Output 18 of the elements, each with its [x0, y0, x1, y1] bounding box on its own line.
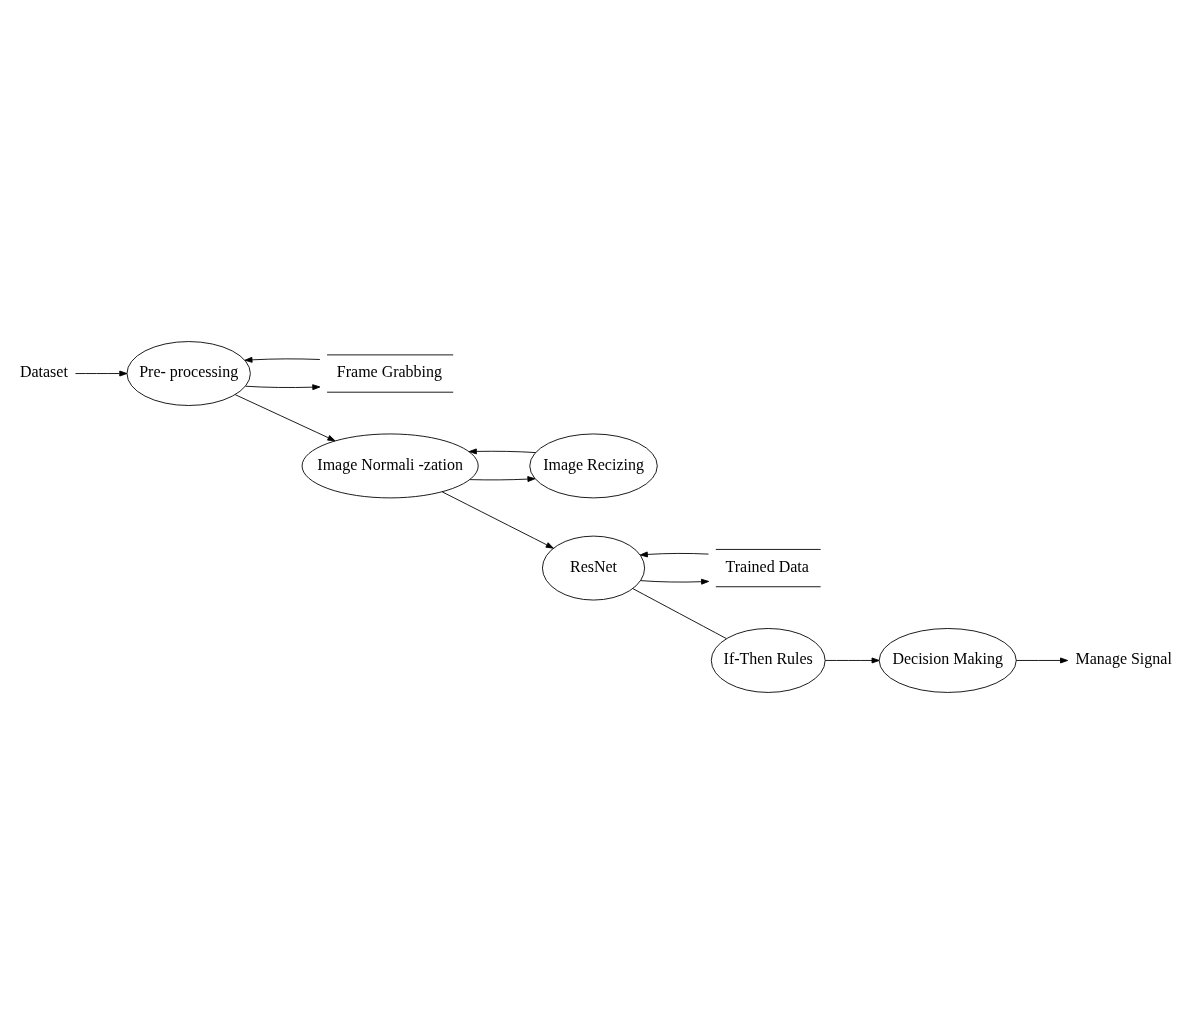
- arrow: [441, 491, 554, 549]
- node-text: Dataset: [19, 363, 68, 381]
- arrow: [469, 476, 536, 482]
- arrow: [1015, 657, 1069, 664]
- arrow: [234, 394, 336, 442]
- arrow: [244, 356, 321, 363]
- arrow: [468, 448, 537, 455]
- node-ellipse: If-Then Rules: [710, 628, 826, 693]
- node-text: Trained Data: [725, 557, 809, 575]
- node-text: Manage Signal: [1075, 650, 1172, 668]
- arrow: [245, 384, 321, 391]
- arrow: [75, 370, 128, 377]
- connector: [632, 588, 727, 639]
- node-ellipse: Decision Making: [878, 628, 1017, 693]
- arrow: [639, 551, 709, 558]
- node-text: Frame Grabbing: [336, 363, 443, 381]
- arrow: [824, 657, 880, 664]
- arrow: [640, 578, 710, 585]
